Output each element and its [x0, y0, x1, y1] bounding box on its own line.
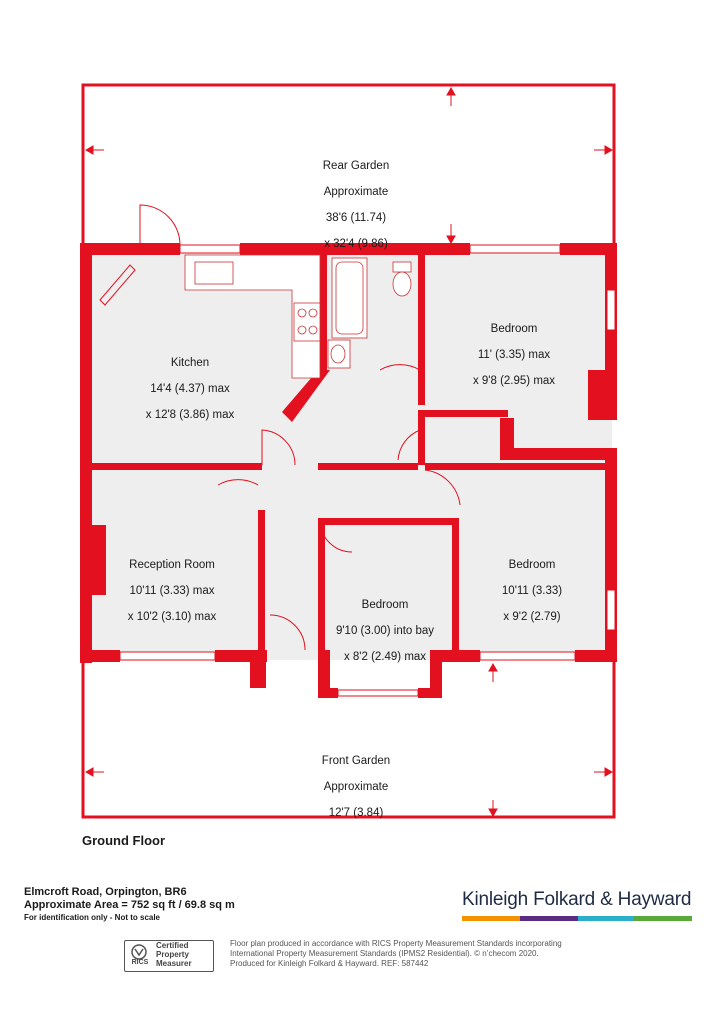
- bedroom-2-dim2: x 8'2 (2.49) max: [343, 651, 427, 663]
- rics-line-1: Certified: [156, 941, 189, 950]
- bedroom-1-label: Bedroom 11' (3.35) max x 9'8 (2.95) max: [454, 310, 574, 401]
- fittings: [184, 254, 412, 379]
- bedroom-3-dim1: 10'11 (3.33): [501, 585, 563, 597]
- interior-walls: [92, 255, 605, 655]
- bedroom-2-label: Bedroom 9'10 (3.00) into bay x 8'2 (2.49…: [320, 586, 450, 677]
- front-garden-dim: 12'7 (3.84): [328, 807, 384, 819]
- rear-garden-name: Rear Garden: [322, 160, 390, 172]
- brand-bar-orange: [462, 916, 520, 921]
- footnote: Floor plan produced in accordance with R…: [230, 939, 630, 969]
- bedroom-2-dim1: 9'10 (3.00) into bay: [335, 625, 435, 637]
- bedroom-1-name: Bedroom: [490, 323, 538, 335]
- kitchen-dim1: 14'4 (4.37) max: [150, 383, 230, 395]
- exterior-walls: [80, 243, 617, 698]
- reception-room-name: Reception Room: [129, 559, 215, 571]
- rics-line-3: Measurer: [156, 959, 192, 968]
- brand-bar-green: [634, 916, 692, 921]
- rear-garden-label: Rear Garden Approximate 38'6 (11.74) x 3…: [296, 147, 416, 264]
- front-garden-approx: Approximate: [323, 781, 389, 793]
- reception-room-dim2: x 10'2 (3.10) max: [127, 611, 217, 623]
- rear-garden-approx: Approximate: [323, 186, 389, 198]
- reception-room-dim1: 10'11 (3.33) max: [129, 585, 215, 597]
- rear-garden-dim2: x 32'4 (9.86): [324, 238, 388, 250]
- front-garden-outline: [81, 660, 616, 819]
- rics-certification: Certified Property Measurer: [156, 941, 192, 968]
- property-info: Elmcroft Road, Orpington, BR6 Approximat…: [24, 886, 235, 912]
- approximate-area: Approximate Area = 752 sq ft / 69.8 sq m: [24, 899, 235, 911]
- front-garden-name: Front Garden: [321, 755, 391, 767]
- bedroom-3-dim2: x 9'2 (2.79): [503, 611, 561, 623]
- address: Elmcroft Road, Orpington, BR6: [24, 886, 187, 898]
- bedroom-1-dim1: 11' (3.35) max: [477, 349, 551, 361]
- kitchen-dim2: x 12'8 (3.86) max: [145, 409, 235, 421]
- bedroom-1-dim2: x 9'8 (2.95) max: [472, 375, 556, 387]
- rics-emblem-icon: [131, 944, 147, 960]
- front-garden-label: Front Garden Approximate 12'7 (3.84): [296, 742, 416, 833]
- rics-logo-text: RICS: [131, 959, 149, 966]
- dimension-arrows: [84, 86, 614, 818]
- floor-label: Ground Floor: [82, 833, 166, 848]
- windows: [119, 244, 616, 697]
- identification-note: For identification only - Not to scale: [24, 913, 161, 922]
- kitchen-label: Kitchen 14'4 (4.37) max x 12'8 (3.86) ma…: [130, 344, 250, 435]
- rear-garden-dim1: 38'6 (11.74): [325, 212, 387, 224]
- bedroom-3-label: Bedroom 10'11 (3.33) x 9'2 (2.79): [472, 546, 592, 637]
- brand-bar-purple: [520, 916, 578, 921]
- bedroom-3-name: Bedroom: [508, 559, 556, 571]
- bedroom-2-name: Bedroom: [361, 599, 409, 611]
- reception-room-label: Reception Room 10'11 (3.33) max x 10'2 (…: [112, 546, 232, 637]
- brand-bar-cyan: [578, 916, 634, 921]
- rear-garden-outline: [81, 83, 616, 245]
- kitchen-name: Kitchen: [170, 357, 210, 369]
- rics-certified-badge: RICS Certified Property Measurer: [124, 940, 214, 972]
- footnote-line-1: Floor plan produced in accordance with R…: [230, 939, 562, 948]
- footnote-line-3: Produced for Kinleigh Folkard & Hayward.…: [230, 959, 429, 968]
- door-swings: [99, 204, 461, 651]
- brand-name: Kinleigh Folkard & Hayward: [462, 889, 692, 910]
- footnote-line-2: International Property Measurement Stand…: [230, 949, 539, 958]
- rics-line-2: Property: [156, 950, 189, 959]
